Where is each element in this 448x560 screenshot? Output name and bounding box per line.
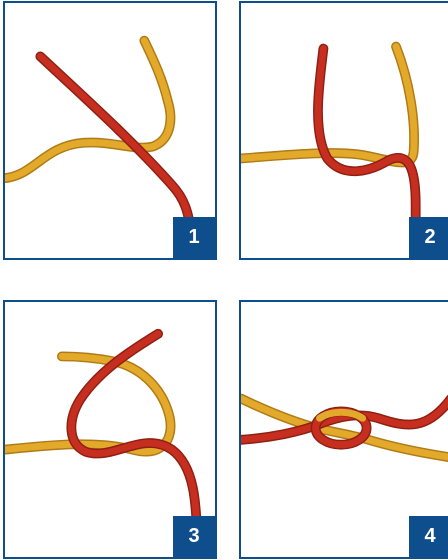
step-number-badge: 3 [173, 516, 215, 557]
knot-step-4-illustration [241, 393, 448, 462]
red-rope-highlight [67, 330, 201, 557]
step-number-badge: 2 [409, 217, 448, 258]
knot-step-3-illustration [5, 328, 203, 557]
step-panel-3: 3 [3, 300, 217, 559]
knot-yellow-crossing [316, 408, 367, 422]
yellow-rope-highlight [5, 352, 175, 455]
knot-step-1-illustration [5, 35, 197, 244]
yellow-rope [241, 41, 419, 168]
red-rope-highlight [36, 52, 195, 243]
step-number-badge: 1 [173, 217, 215, 258]
yellow-rope-highlight [241, 43, 418, 166]
step-panel-4: 4 [239, 300, 448, 559]
step-panel-1: 1 [3, 1, 217, 260]
yellow-rope [5, 351, 176, 457]
step-number-badge: 4 [409, 516, 448, 557]
knot-step-2-illustration [241, 41, 421, 258]
red-rope-highlight [314, 45, 420, 258]
yellow-rope-highlight [241, 395, 448, 461]
step-panel-2: 2 [239, 1, 448, 260]
yellow-rope-highlight [5, 37, 174, 182]
